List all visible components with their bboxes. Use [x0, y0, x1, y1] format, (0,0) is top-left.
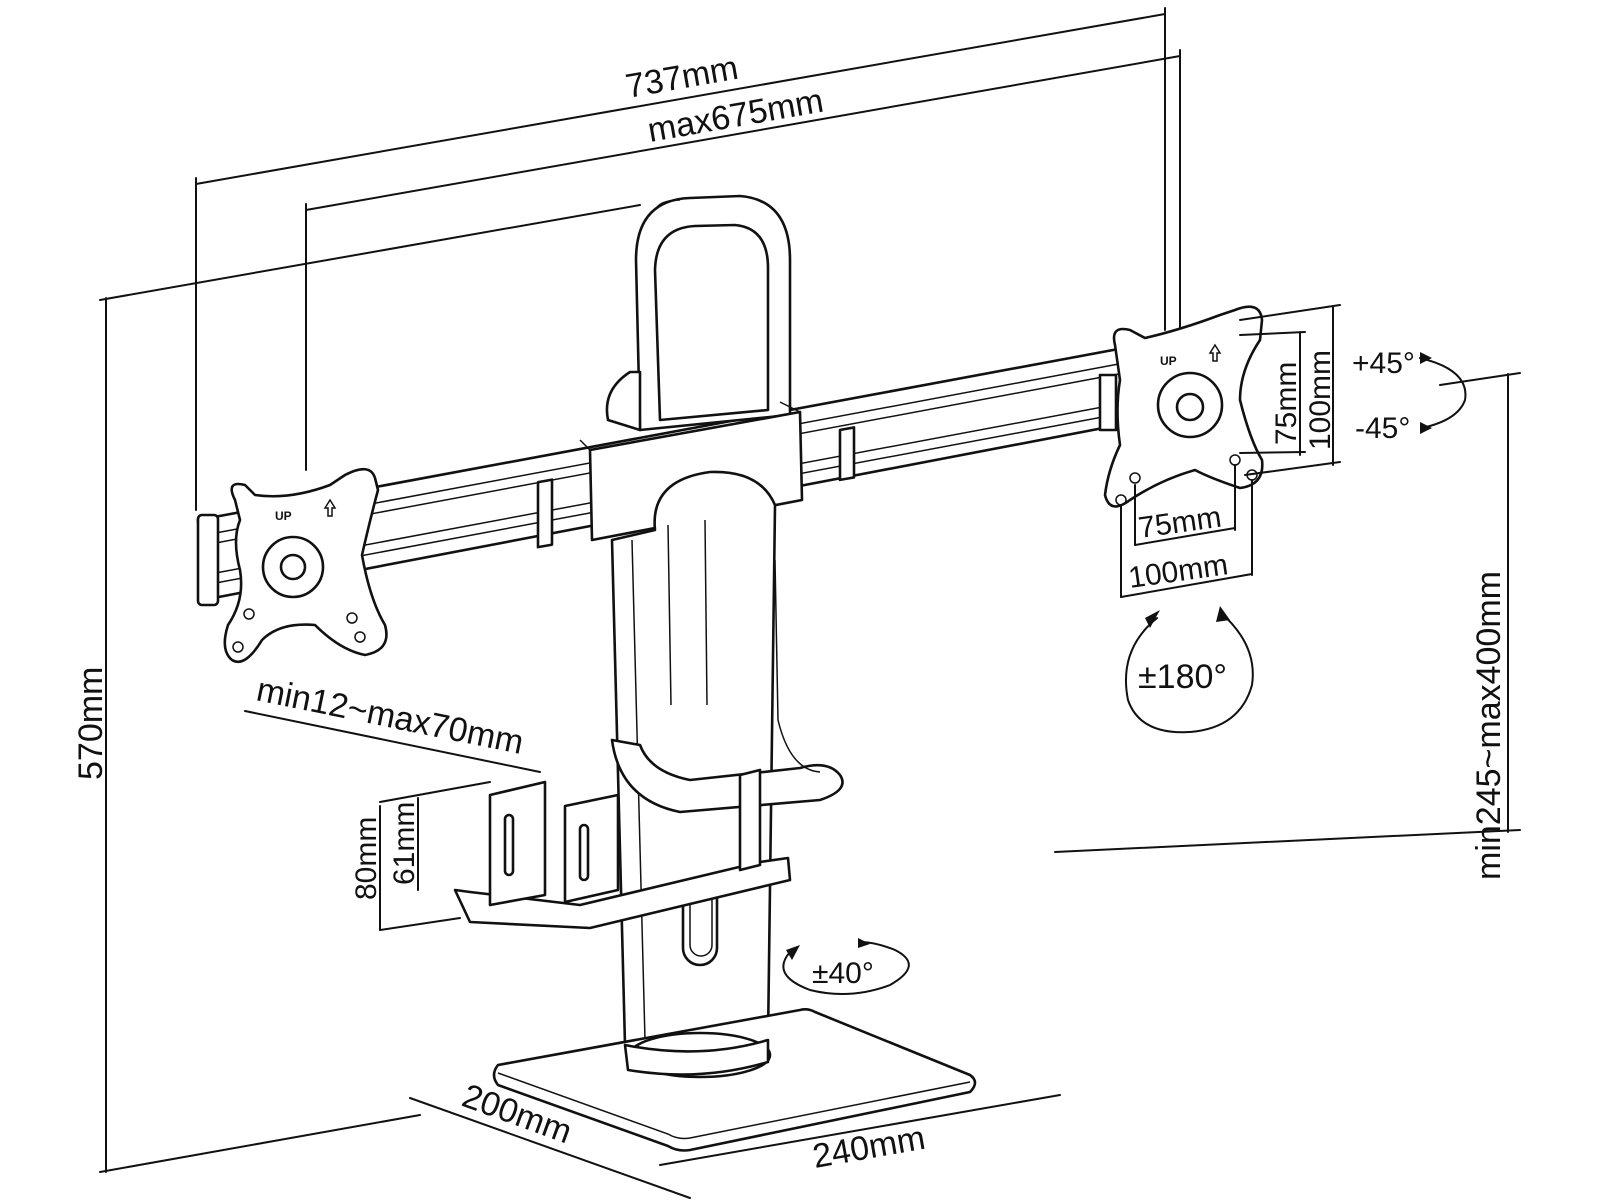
height-range-dimension: min245~max400mm: [1054, 372, 1521, 880]
height-dimension-570: 570mm: [72, 204, 641, 1173]
up-arrow-icon: [1208, 343, 1222, 362]
label-61mm: 61mm: [388, 802, 421, 885]
cpu-height-dimension: 80mm 61mm: [350, 781, 491, 931]
label-tilt-up: +45°: [1352, 347, 1415, 380]
label-up-right: UP: [1160, 354, 1177, 368]
vesa-plate-left: UP: [223, 467, 388, 664]
cpu-holder: [453, 768, 792, 930]
label-vesa-h-75: 75mm: [1136, 501, 1223, 545]
base-plate: [492, 1008, 977, 1152]
carry-handle: [605, 194, 792, 432]
label-vesa-v-75: 75mm: [1270, 362, 1303, 445]
label-cpu-width: min12~max70mm: [253, 671, 526, 762]
label-737mm: 737mm: [623, 49, 741, 106]
label-up-left: UP: [275, 509, 292, 523]
up-arrow-icon: [323, 498, 337, 517]
label-tilt-down: -45°: [1355, 412, 1410, 445]
label-vesa-v-100: 100mm: [1304, 350, 1337, 450]
label-rotation: ±180°: [1138, 658, 1227, 696]
tilt-indicator: +45° -45°: [1352, 347, 1467, 445]
rotation-indicator: ±180°: [1124, 606, 1254, 734]
label-swivel: ±40°: [812, 957, 874, 990]
label-vesa-h-100: 100mm: [1126, 548, 1230, 595]
label-570mm: 570mm: [72, 667, 110, 780]
front-handle-loop: [610, 559, 844, 814]
swivel-indicator: ±40°: [782, 938, 910, 995]
vesa-plate-right: UP: [1103, 305, 1264, 508]
cpu-width-dimension: min12~max70mm: [244, 671, 541, 773]
label-height-range: min245~max400mm: [1470, 571, 1508, 880]
vesa-vertical-dimensions: 75mm 100mm: [1239, 304, 1341, 476]
label-80mm: 80mm: [350, 817, 383, 900]
label-240mm: 240mm: [810, 1119, 928, 1176]
